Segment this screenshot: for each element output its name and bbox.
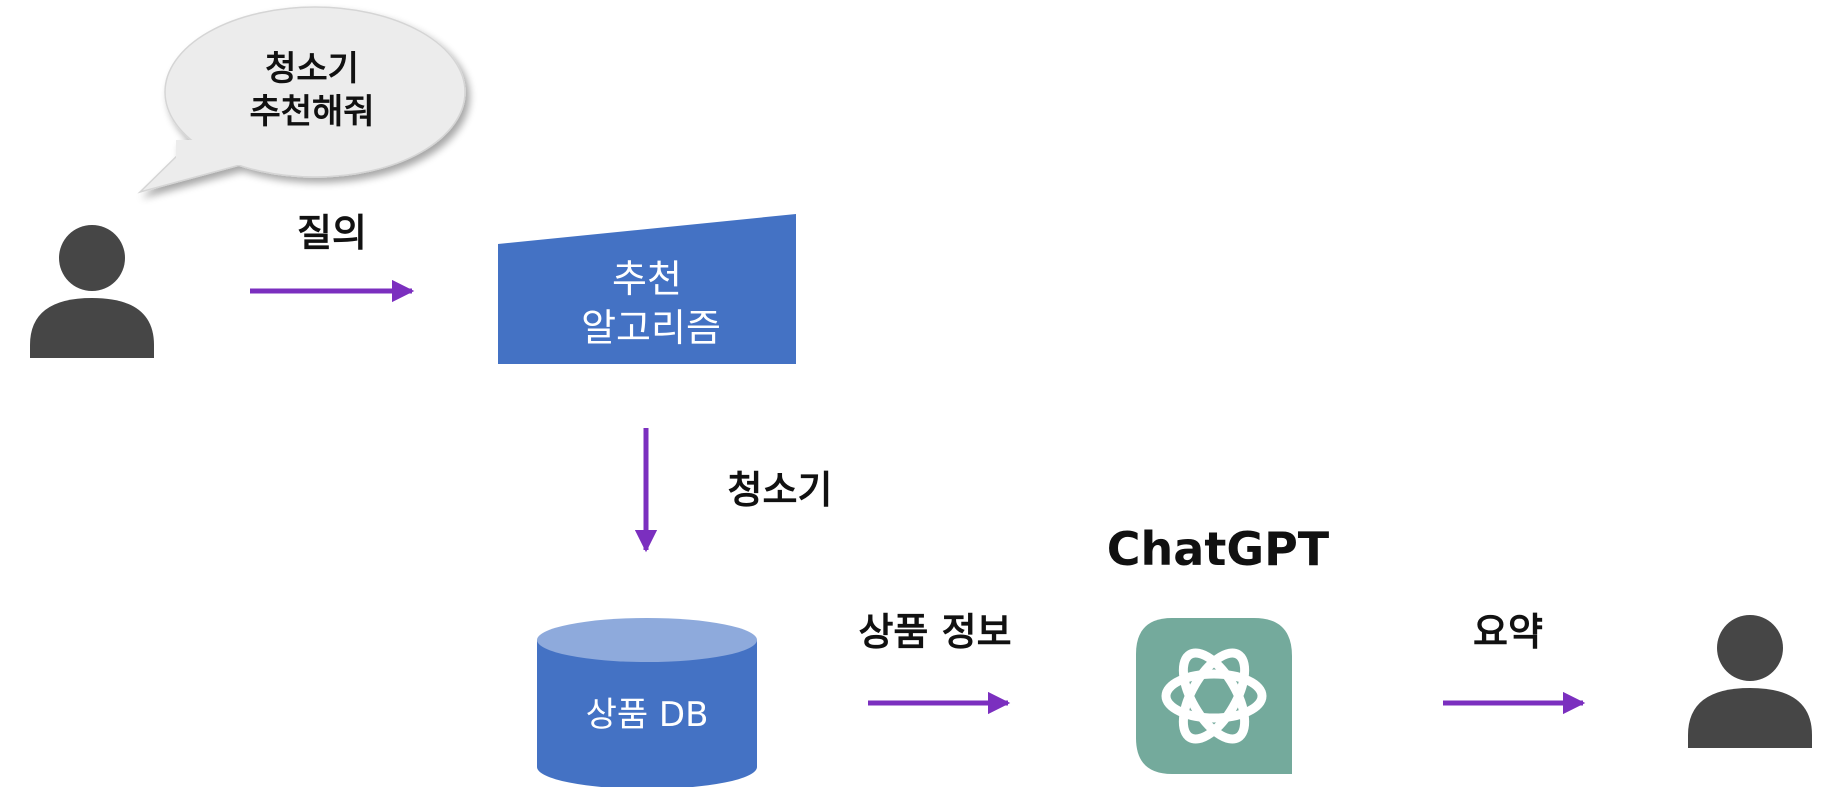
openai-logo-icon [1136,618,1292,774]
person-icon [1688,615,1812,748]
algorithm-label-line2: 알고리즘 [581,306,721,350]
speech-bubble [137,6,466,194]
chatgpt-title: ChatGPT [1107,522,1330,576]
vacuum-label: 청소기 [728,468,833,512]
db-label: 상품 DB [586,695,709,735]
summary-label: 요약 [1473,610,1543,654]
query-label: 질의 [297,211,367,255]
product-info-label: 상품 정보 [858,610,1011,654]
person-icon [30,225,154,358]
algorithm-label-line1: 추천 [612,257,682,301]
product-db-cylinder [537,618,757,787]
speech-text-line1: 청소기 [265,49,359,89]
recommendation-algorithm-block [498,214,796,364]
speech-text-line2: 추천해줘 [249,92,374,132]
